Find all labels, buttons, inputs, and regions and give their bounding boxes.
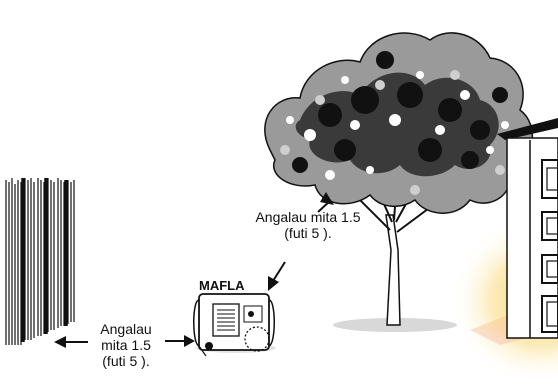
wall-clearance-line2: mita 1.5 [101,337,151,353]
clearance-arrows [54,192,334,348]
tree-clearance-line2: (futi 5 ). [284,225,332,241]
tree-illustration [264,32,534,332]
wall-clearance-line1: Angalau [100,321,152,337]
wall-clearance-label: Angalau mita 1.5 (futi 5 ). [88,321,164,369]
generator-illustration [193,293,276,357]
house-illustration [497,118,558,339]
generator-label: MAFLA [199,278,245,293]
wall-clearance-line3: (futi 5 ). [102,353,150,369]
tree-clearance-label: Angalau mita 1.5 (futi 5 ). [228,209,388,241]
tree-clearance-line1: Angalau mita 1.5 [255,209,361,225]
wall-illustration [4,178,76,345]
